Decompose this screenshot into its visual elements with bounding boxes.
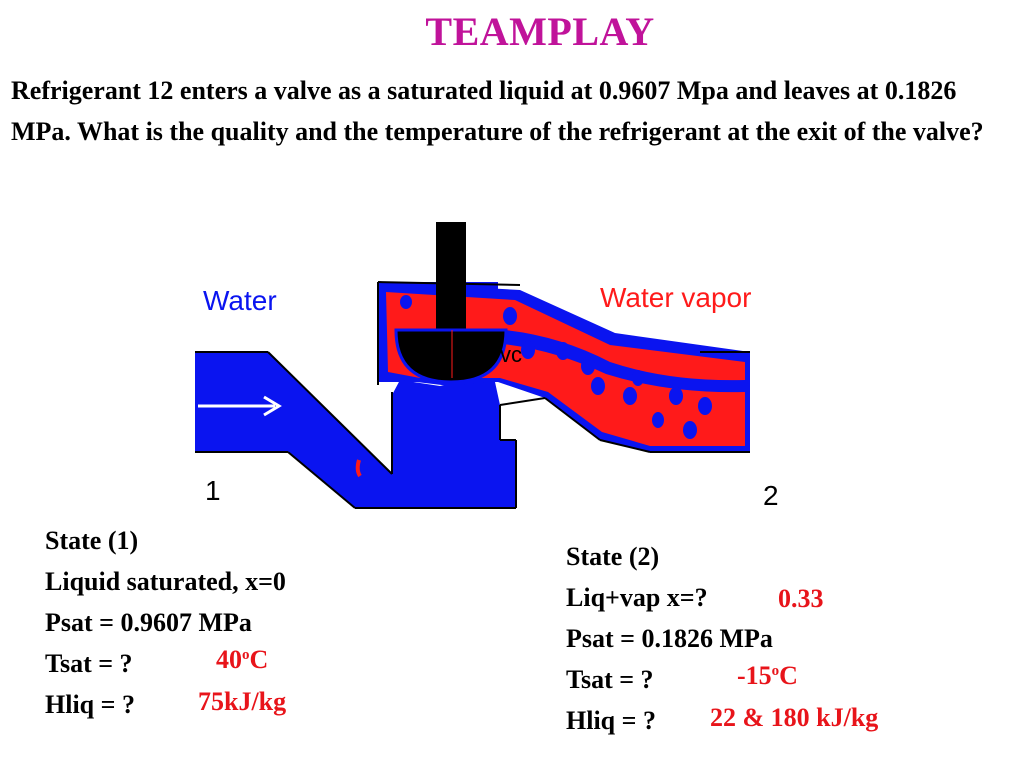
- outlet-label: Water vapor: [600, 282, 752, 313]
- inlet-label: Water: [203, 285, 277, 316]
- problem-statement: Refrigerant 12 enters a valve as a satur…: [11, 76, 984, 146]
- state2-psat: Psat = 0.1826 MPa: [566, 624, 773, 653]
- liquid-droplets: [400, 295, 712, 439]
- state1-marker: 1: [205, 475, 221, 506]
- state1-tsat-answer: 40oC: [216, 645, 269, 674]
- state1-heading: State (1): [45, 526, 139, 555]
- state2-condition: Liq+vap x=?: [566, 583, 708, 612]
- liquid-inlet-pipe: [195, 352, 516, 508]
- control-volume-label: vc: [500, 342, 522, 367]
- state2-block: State (2) Liq+vap x=? Psat = 0.1826 MPa …: [566, 536, 773, 741]
- state2-hliq: Hliq = ?: [566, 706, 656, 735]
- state1-tsat: Tsat = ?: [45, 649, 133, 678]
- valve-stem: [436, 222, 466, 340]
- state1-condition: Liquid saturated, x=0: [45, 567, 286, 596]
- state2-tsat: Tsat = ?: [566, 665, 654, 694]
- state2-heading: State (2): [566, 542, 660, 571]
- state2-quality-answer: 0.33: [778, 584, 824, 613]
- state1-hliq-answer: 75kJ/kg: [198, 687, 287, 716]
- state2-tsat-answer: -15oC: [737, 661, 798, 690]
- state2-marker: 2: [763, 480, 779, 511]
- slide-title: TEAMPLAY: [425, 9, 655, 54]
- valve-plug: [394, 328, 508, 384]
- state1-psat: Psat = 0.9607 MPa: [45, 608, 252, 637]
- state1-block: State (1) Liquid saturated, x=0 Psat = 0…: [45, 520, 286, 725]
- state2-hliq-answer: 22 & 180 kJ/kg: [710, 703, 879, 732]
- state1-hliq: Hliq = ?: [45, 690, 135, 719]
